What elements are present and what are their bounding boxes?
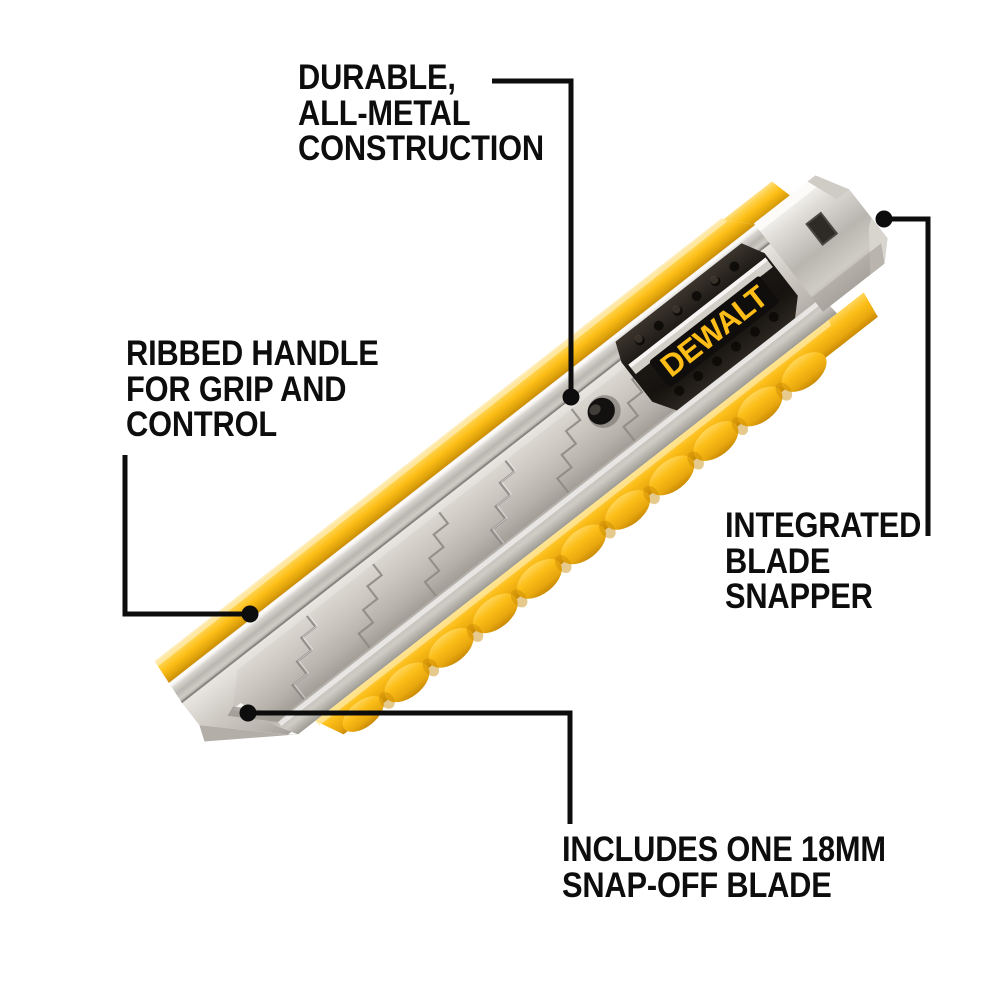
callout-label-ribbed: RIBBED HANDLE FOR GRIP AND CONTROL [126,334,379,445]
handle-nose-cap [723,181,878,349]
metal-body-lower-lip [232,297,837,735]
callout-label-snapper: INTEGRATED BLADE SNAPPER [725,506,922,617]
callout-label-blade: INCLUDES ONE 18MM SNAP-OFF BLADE [562,830,886,905]
knife-body-group: DEWALT [154,175,888,742]
yellow-handle-upper [154,217,756,683]
blade-lock-button[interactable] [581,388,627,434]
snap-off-blade [233,282,774,714]
callout-label-durable: DURABLE, ALL-METAL CONSTRUCTION [298,58,544,169]
integrated-blade-snapper [753,175,888,312]
